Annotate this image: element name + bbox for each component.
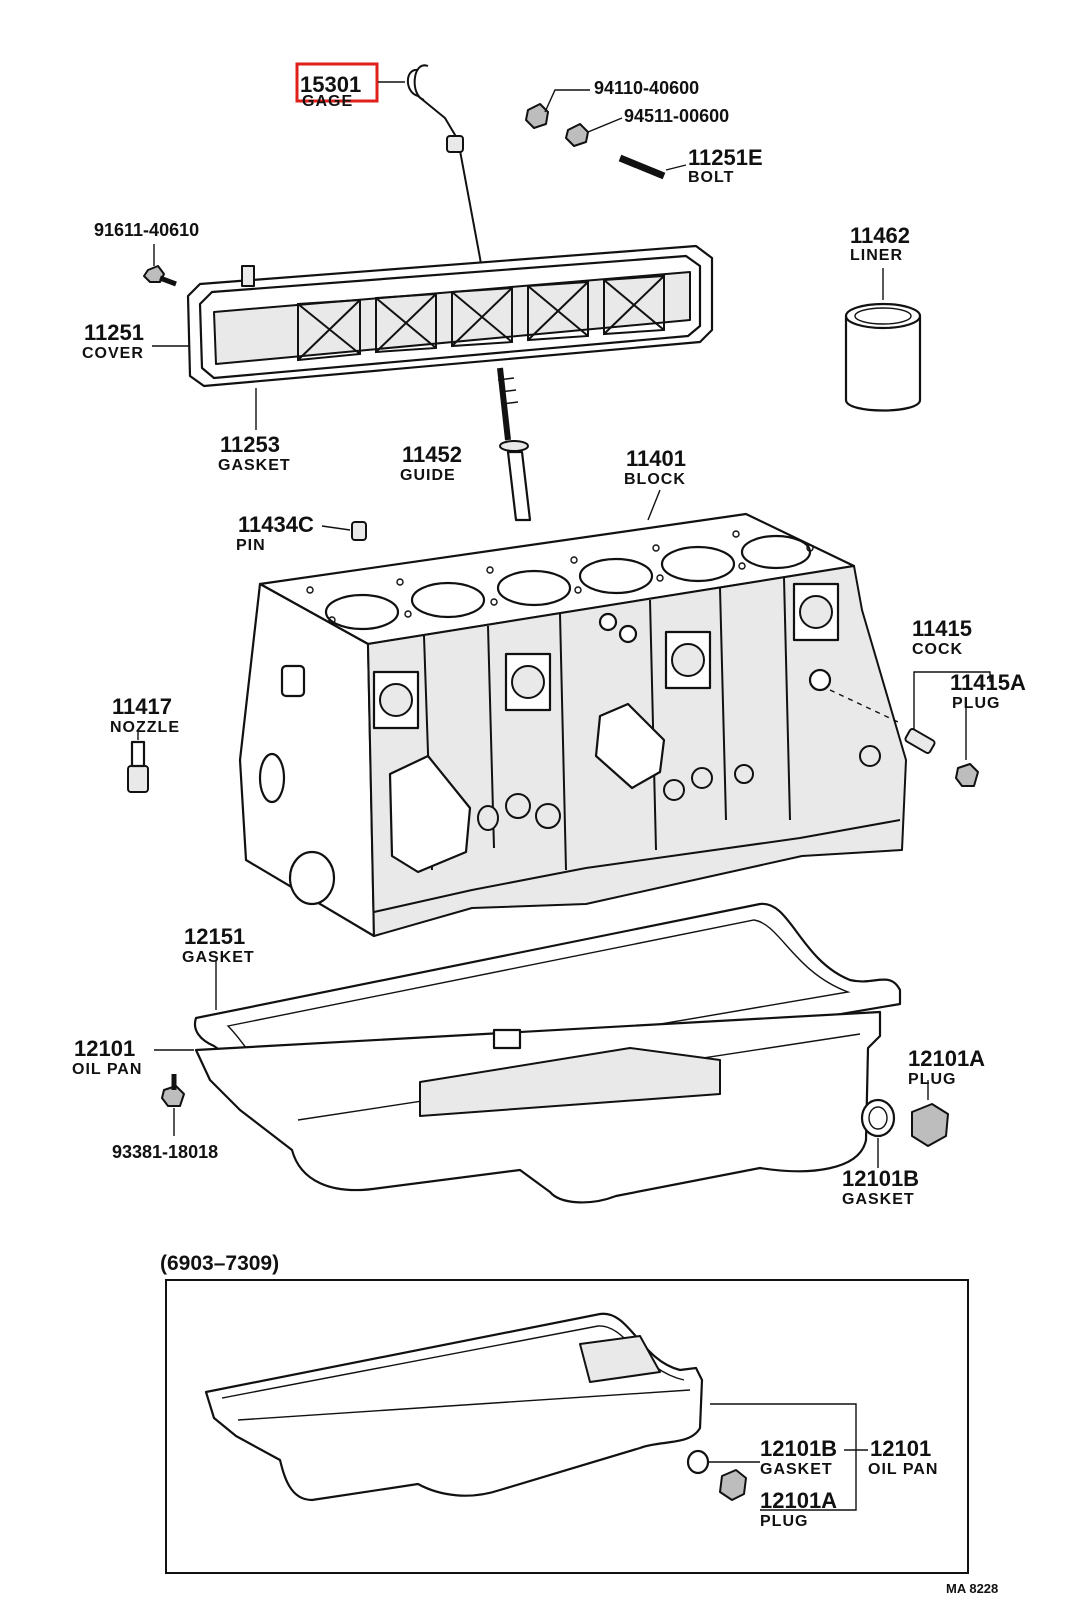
pin-number: 11434C <box>238 512 314 537</box>
drain-gasket-number: 12101B <box>842 1166 919 1191</box>
dipstick-number: 15301 <box>300 72 361 97</box>
block-name: BLOCK <box>624 471 686 488</box>
oil-pan-name: OIL PAN <box>72 1061 142 1078</box>
liner-name: LINER <box>850 247 903 264</box>
oil-pan-number: 12101 <box>74 1036 135 1061</box>
guide-number: 11452 <box>402 442 462 467</box>
dipstick-guide: 11452 GUIDE <box>400 367 532 522</box>
block-windows <box>372 582 840 730</box>
stud-bolt-11251E: 11251E BOLT <box>618 145 763 186</box>
cover-number: 11251 <box>84 320 144 345</box>
inset-plug-number: 12101A <box>760 1488 837 1513</box>
cover-gasket-name: GASKET <box>218 457 291 474</box>
cylinder-liner: 11462 LINER <box>844 223 922 412</box>
cock-name: COCK <box>912 641 963 658</box>
cover-gasket-callout: 11253 GASKET <box>218 388 291 474</box>
cover-cross-ribs <box>297 274 665 362</box>
block-number: 11401 <box>626 446 686 471</box>
cover-bolt-91611: 91611-40610 <box>94 220 199 287</box>
stud-bolt-number: 11251E <box>688 145 763 170</box>
pan-bolt: 93381-18018 <box>112 1074 218 1162</box>
inset-plug-name: PLUG <box>760 1513 808 1530</box>
pan-gasket-number: 12151 <box>184 924 245 949</box>
cock-number: 11415 <box>912 616 972 641</box>
dowel-pin: 11434C PIN <box>236 512 367 554</box>
cock-plug-number: 11415A <box>950 670 1026 695</box>
cover-bolt-number: 91611-40610 <box>94 220 199 240</box>
drain-gasket-name: GASKET <box>842 1191 915 1208</box>
stud-bolt-name: BOLT <box>688 169 734 186</box>
side-cover: 11251 COVER <box>82 244 714 388</box>
drain-plug-name: PLUG <box>908 1071 956 1088</box>
cover-name: COVER <box>82 345 144 362</box>
cover-gasket-number: 11253 <box>220 432 280 457</box>
inset-oil-pan-number: 12101 <box>870 1436 931 1461</box>
drain-plug-and-gasket: 12101A PLUG 12101B GASKET <box>842 1046 985 1208</box>
inset-frame <box>165 1279 969 1574</box>
inset-date-range: (6903–7309) <box>160 1252 279 1275</box>
nut-94110: 94110-40600 <box>525 78 699 129</box>
nut-94110-number: 94110-40600 <box>594 78 699 98</box>
inset-oil-pan-name: OIL PAN <box>868 1461 938 1478</box>
guide-name: GUIDE <box>400 467 456 484</box>
liner-number: 11462 <box>850 223 910 248</box>
inset-early-oil-pan: (6903–7309) 12101B GASKET 12101 OIL PAN … <box>160 1252 969 1574</box>
dipstick-gage <box>406 64 486 291</box>
pan-bolt-number: 93381-18018 <box>112 1142 218 1162</box>
pin-name: PIN <box>236 537 266 554</box>
nozzle-number: 11417 <box>112 694 172 719</box>
drain-plug-number: 12101A <box>908 1046 985 1071</box>
oil-nozzle: 11417 NOZZLE <box>110 694 180 793</box>
drawing-code: MA 8228 <box>946 1581 998 1596</box>
nut-94511: 94511-00600 <box>565 106 729 147</box>
dipstick-name: GAGE <box>302 93 353 110</box>
inset-gasket-name: GASKET <box>760 1461 833 1478</box>
oil-pan: 12101 OIL PAN <box>72 1010 882 1204</box>
cylinder-bores <box>324 534 812 631</box>
cock-plug-name: PLUG <box>952 695 1000 712</box>
label-dipstick: 15301 GAGE <box>295 62 405 110</box>
pan-gasket-name: GASKET <box>182 949 255 966</box>
block-plugs <box>477 745 881 831</box>
deck-holes <box>306 530 814 624</box>
inset-gasket-number: 12101B <box>760 1436 837 1461</box>
cylinder-block: 11401 BLOCK <box>238 446 907 938</box>
nozzle-name: NOZZLE <box>110 719 180 736</box>
drain-cock: 11415 COCK 11415A PLUG <box>829 616 1026 787</box>
dipstick-highlight-box <box>295 62 379 103</box>
nut-94511-number: 94511-00600 <box>624 106 729 126</box>
